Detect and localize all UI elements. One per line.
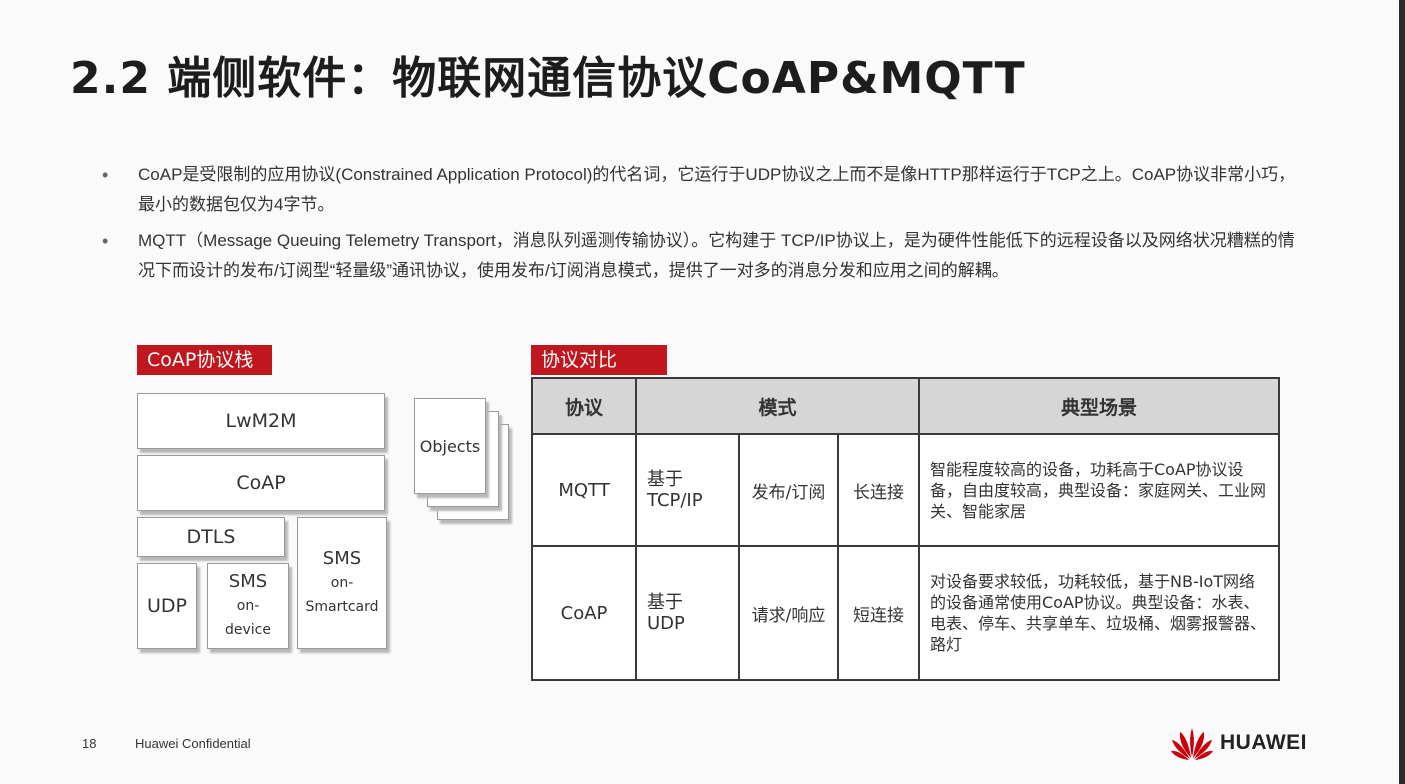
stack-lwm2m-layer: LwM2M — [137, 393, 385, 449]
layer-label: SMS — [322, 548, 362, 569]
header-protocol: 协议 — [531, 377, 637, 435]
cell-protocol: CoAP — [531, 545, 637, 681]
stack-sms-on-smartcard-layer: SMS on- Smartcard — [297, 517, 387, 649]
layer-label: LwM2M — [225, 410, 297, 432]
layer-sublabel: device — [225, 622, 271, 638]
bullet-text: CoAP是受限制的应用协议(Constrained Application Pr… — [138, 165, 1296, 214]
cell-protocol: MQTT — [531, 433, 637, 547]
layer-label: DTLS — [186, 526, 236, 548]
comparison-tag: 协议对比 — [531, 345, 667, 375]
layer-sublabel: on- — [330, 575, 354, 591]
table-row: CoAP 基于 UDP 请求/响应 短连接 对设备要求较低，功耗较低，基于NB-… — [531, 545, 1280, 681]
layer-label: SMS — [228, 571, 268, 592]
cell-base-line: 基于 — [647, 469, 683, 490]
layer-sublabel: Smartcard — [305, 599, 379, 615]
objects-card-front: Objects — [414, 398, 486, 494]
cell-scenario: 对设备要求较低，功耗较低，基于NB-IoT网络的设备通常使用CoAP协议。典型设… — [918, 545, 1280, 681]
header-mode: 模式 — [635, 377, 920, 435]
bullet-mqtt: • MQTT（Message Queuing Telemetry Transpo… — [100, 226, 1300, 286]
stack-dtls-layer: DTLS — [137, 517, 285, 557]
stack-coap-layer: CoAP — [137, 455, 385, 511]
slide-title: 2.2 端侧软件：物联网通信协议CoAP&MQTT — [70, 53, 1026, 104]
bullet-list: • CoAP是受限制的应用协议(Constrained Application … — [100, 160, 1300, 292]
layer-label: UDP — [147, 595, 187, 617]
bullet-text: MQTT（Message Queuing Telemetry Transport… — [138, 231, 1295, 280]
right-edge-bar — [1399, 0, 1405, 784]
bullet-dot-icon: • — [102, 165, 109, 185]
cell-base: 基于 TCP/IP — [635, 433, 740, 547]
layer-label: CoAP — [236, 472, 286, 494]
brand-name: HUAWEI — [1220, 731, 1307, 754]
cell-scenario: 智能程度较高的设备，功耗高于CoAP协议设备，自由度较高，典型设备：家庭网关、工… — [918, 433, 1280, 547]
bullet-coap: • CoAP是受限制的应用协议(Constrained Application … — [100, 160, 1300, 220]
cell-base-line: 基于 — [647, 592, 683, 613]
huawei-petal-logo-icon — [1171, 728, 1213, 760]
huawei-logo: HUAWEI — [1170, 726, 1307, 760]
cell-base: 基于 UDP — [635, 545, 740, 681]
coap-stack-tag: CoAP协议栈 — [137, 345, 272, 375]
bullet-dot-icon: • — [102, 231, 109, 251]
page-number: 18 — [82, 736, 97, 751]
table-header-row: 协议 模式 典型场景 — [531, 377, 1280, 435]
cell-connection: 短连接 — [837, 545, 920, 681]
objects-label: Objects — [419, 437, 481, 456]
cell-pattern: 发布/订阅 — [738, 433, 839, 547]
stack-udp-layer: UDP — [137, 563, 197, 649]
cell-pattern: 请求/响应 — [738, 545, 839, 681]
header-scenario: 典型场景 — [918, 377, 1280, 435]
cell-base-line: UDP — [647, 613, 685, 634]
confidential-label: Huawei Confidential — [135, 736, 251, 751]
table-row: MQTT 基于 TCP/IP 发布/订阅 长连接 智能程度较高的设备，功耗高于C… — [531, 433, 1280, 547]
layer-sublabel: on- — [236, 598, 260, 614]
protocol-comparison-table: 协议 模式 典型场景 MQTT 基于 TCP/IP 发布/订阅 长连接 智能程度… — [531, 377, 1280, 681]
stack-sms-on-device-layer: SMS on- device — [207, 563, 289, 649]
cell-base-line: TCP/IP — [647, 490, 703, 511]
cell-connection: 长连接 — [837, 433, 920, 547]
